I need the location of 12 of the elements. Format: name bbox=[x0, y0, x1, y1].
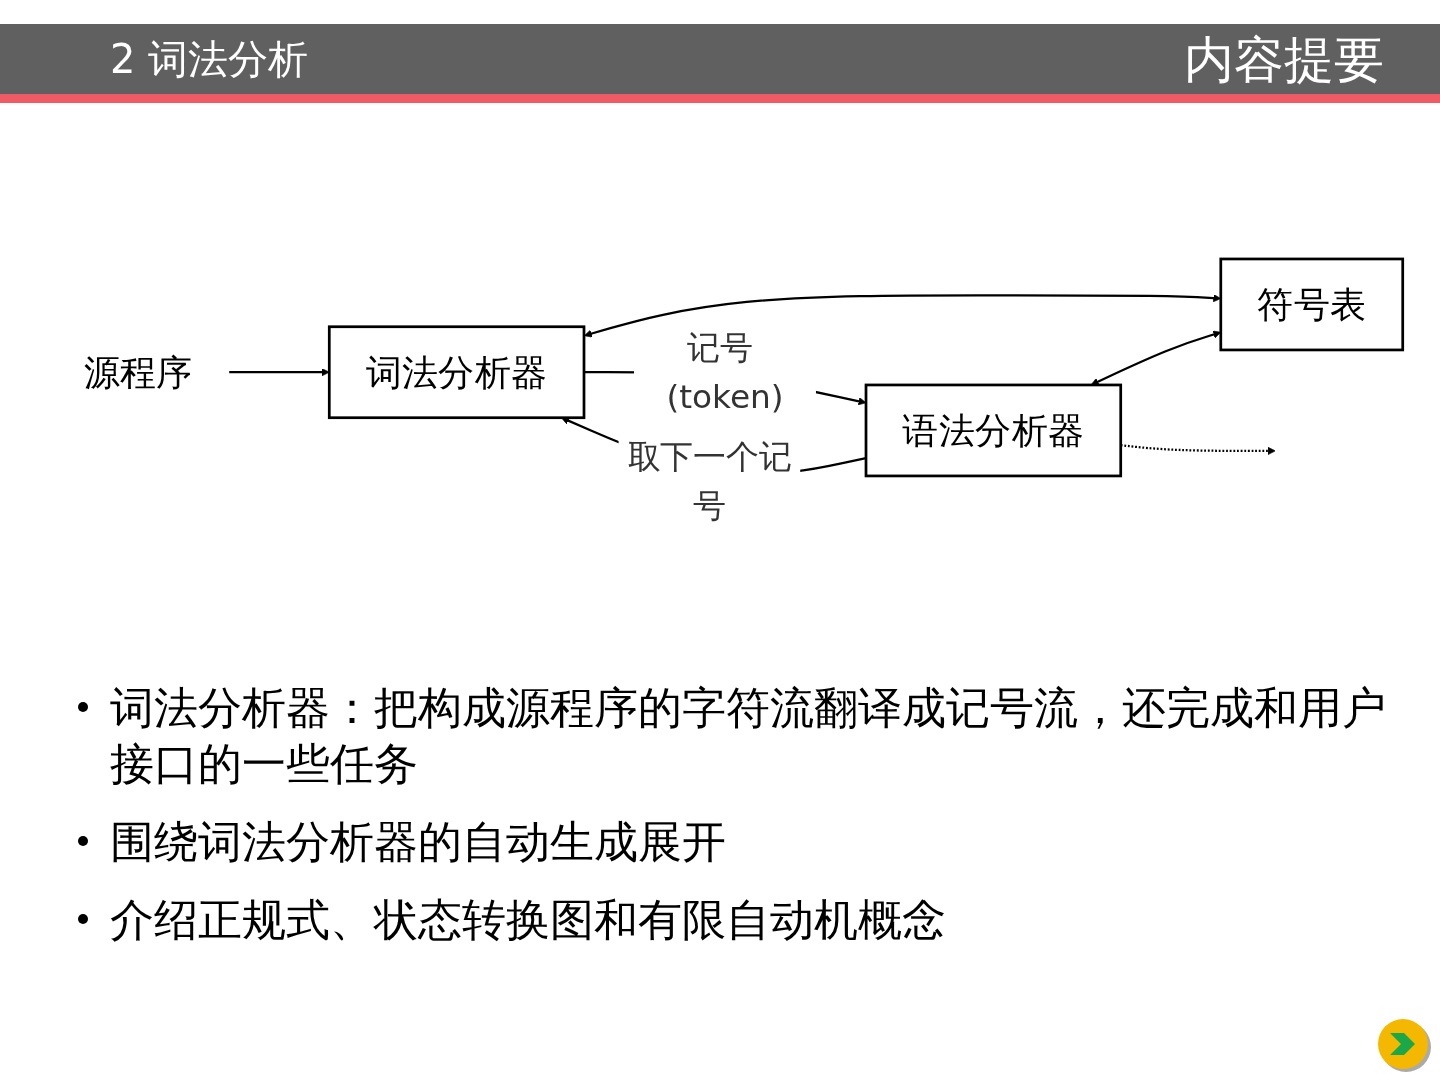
section-heading: 2 词法分析 bbox=[110, 35, 309, 84]
arrow bbox=[229, 368, 330, 377]
bullet-text: 介绍正规式、状态转换图和有限自动机概念 bbox=[110, 894, 946, 945]
edge-label: 记号 (token) bbox=[666, 328, 784, 415]
node-box: 语法分析器 bbox=[864, 383, 1123, 478]
node-text: 源程序 bbox=[83, 351, 193, 394]
node-box: 符号表 bbox=[1219, 257, 1405, 352]
bullet-text: 词法分析器：把构成源程序的字符流翻译成记号流，还完成和用户接口的一些任务 bbox=[110, 682, 1386, 789]
node-box: 词法分析器 bbox=[327, 325, 586, 420]
bullet-text: 围绕词法分析器的自动生成展开 bbox=[110, 816, 726, 867]
edge-label: 取下一个记号 bbox=[627, 438, 792, 525]
slide-title: 内容提要 bbox=[1184, 30, 1384, 90]
